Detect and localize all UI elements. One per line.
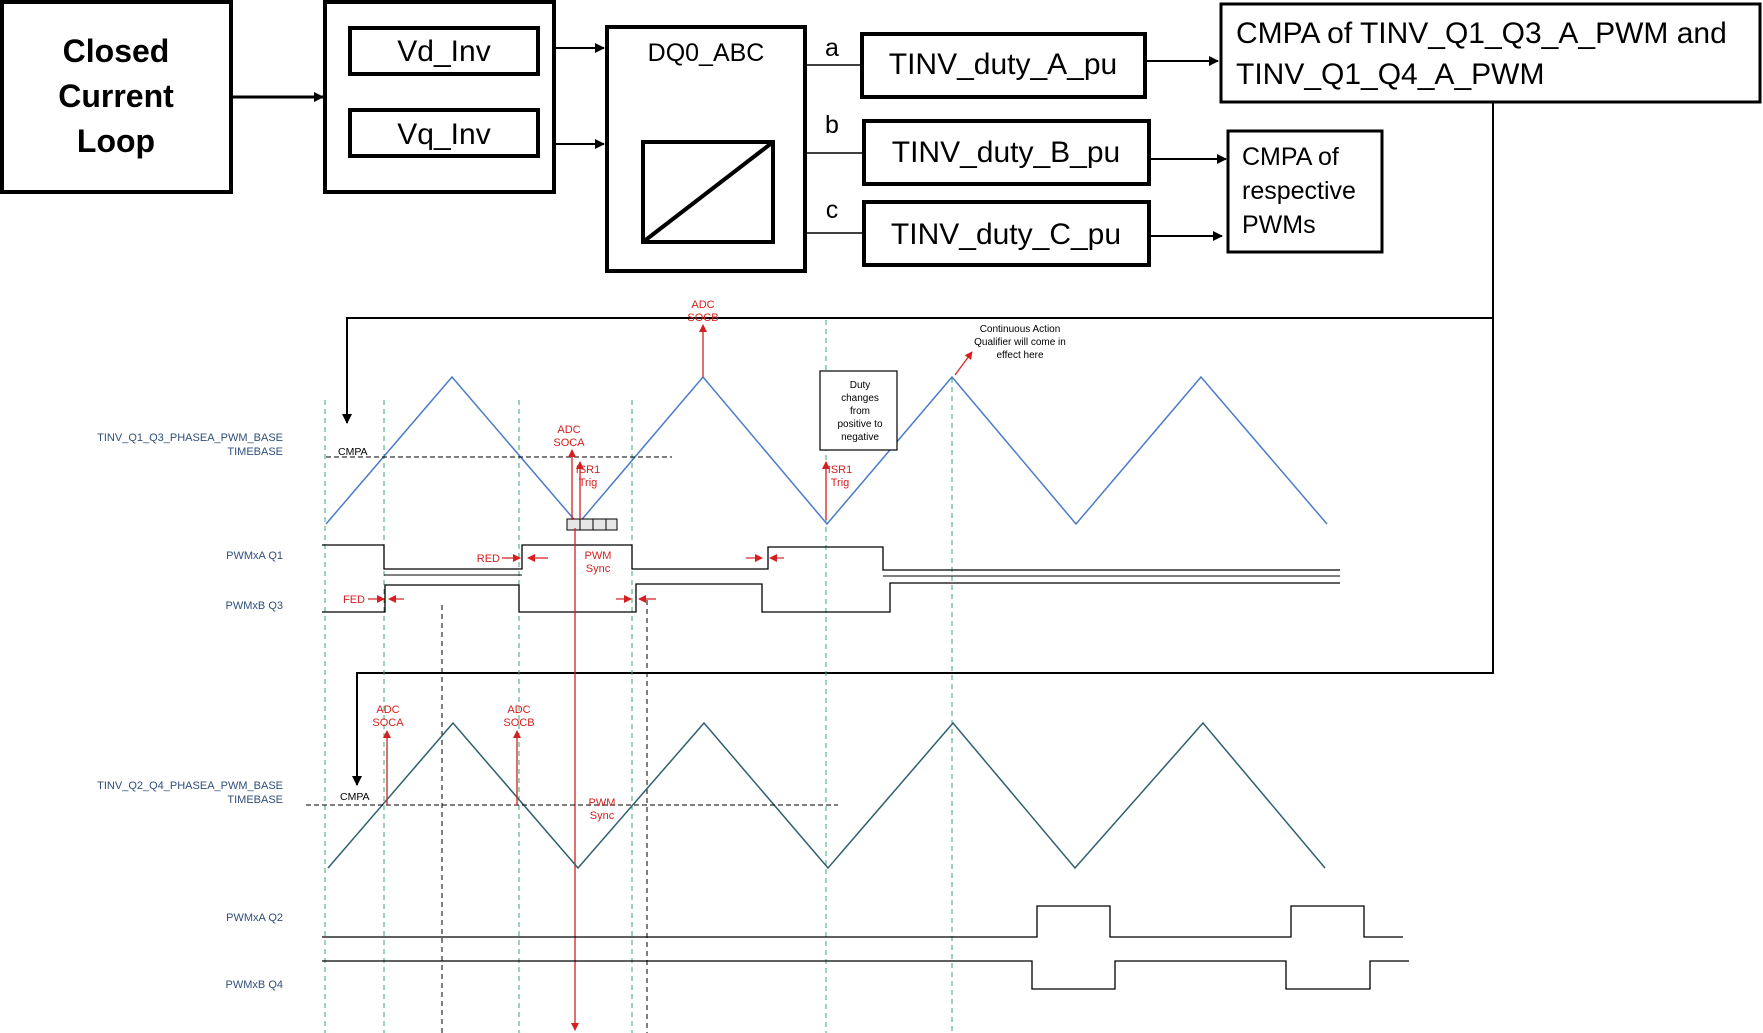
vq-inv-block	[348, 108, 540, 158]
cmpa-lower-label: CMPA	[340, 791, 370, 803]
fed-label: FED	[343, 594, 365, 606]
timing-diagram: TINV_Q1_Q3_PHASEA_PWM_BASE TIMEBASE CMPA…	[97, 299, 1409, 1033]
duty-b-label: TINV_duty_B_pu	[892, 136, 1120, 169]
pwmxa-q2-label: PWMxA Q2	[226, 912, 283, 924]
duty-c-label: TINV_duty_C_pu	[891, 218, 1121, 251]
pwm-sync-upper-label-1: PWM	[585, 550, 612, 562]
adc-socb-top-label-1: ADC	[691, 299, 714, 311]
pwmxa-q2-waveform	[322, 905, 1403, 938]
duty-note-line-1: Duty	[850, 380, 871, 391]
cmpa-a-label-2: TINV_Q1_Q4_A_PWM	[1236, 58, 1544, 91]
upper-carrier-waveform	[325, 375, 1328, 526]
adc-soca-lower-label-2: SOCA	[372, 717, 404, 729]
isr1-trig-right-label-1: ISR1	[828, 464, 852, 476]
adc-soca-upper-label-1: ADC	[557, 424, 580, 436]
cmpa-resp-label-1: CMPA of	[1242, 143, 1339, 171]
pwm-sync-upper-label-2: Sync	[586, 563, 611, 575]
duty-note-line-5: negative	[841, 432, 879, 443]
red-label: RED	[477, 553, 500, 565]
adc-socb-lower-label-1: ADC	[507, 704, 530, 716]
vd-inv-label: Vd_Inv	[397, 35, 490, 68]
transform-icon-diagonal	[641, 140, 775, 244]
pwmxb-q4-waveform	[322, 960, 1409, 990]
closed-current-loop-label-3: Loop	[77, 123, 155, 159]
isr-box	[605, 518, 618, 531]
vq-inv-label: Vq_Inv	[397, 118, 490, 151]
cmpa-a-label-1: CMPA of TINV_Q1_Q3_A_PWM and	[1236, 17, 1727, 50]
isr1-trig-left-label-2: Trig	[579, 477, 598, 489]
duty-b-block	[862, 119, 1151, 186]
cmpa-a-block	[1219, 2, 1762, 104]
caq-arrow	[954, 351, 973, 376]
tb2-name-2: TIMEBASE	[227, 794, 283, 806]
pwmxb-q4-label: PWMxB Q4	[226, 979, 283, 991]
lower-carrier-waveform	[327, 721, 1326, 870]
tb1-name-1: TINV_Q1_Q3_PHASEA_PWM_BASE	[97, 432, 283, 444]
duty-change-note-box	[819, 370, 898, 451]
isr-box	[579, 518, 594, 531]
pwmxb-q3-label: PWMxB Q3	[226, 600, 283, 612]
duty-note-line-4: positive to	[837, 419, 882, 430]
cmpa-route-lower	[352, 318, 1494, 786]
closed-current-loop-block	[0, 0, 233, 194]
pwmxb-q3-waveform	[322, 582, 1340, 613]
sync-markers	[441, 600, 648, 1033]
duty-note-line-3: from	[850, 406, 870, 417]
isr-trigger-boxes	[566, 518, 618, 531]
duty-note-line-2: changes	[841, 393, 879, 404]
duty-c-block	[862, 200, 1151, 267]
vd-inv-block	[348, 26, 540, 76]
block-diagram: Closed Current Loop Vd_Inv Vq_Inv DQ0_AB…	[0, 0, 1762, 786]
pwm-sync-lower-label-1: PWM	[589, 797, 616, 809]
port-a-label: a	[825, 34, 839, 62]
adc-socb-lower-label-2: SOCB	[503, 717, 534, 729]
upper-annotations: ADC SOCB ADC SOCA ISR1 Trig ISR1 Trig PW…	[343, 299, 973, 1031]
cmpa-resp-block	[1226, 129, 1384, 254]
cmpa-resp-label-2: respective	[1242, 177, 1356, 205]
caq-note-line-3: effect here	[996, 350, 1044, 361]
pwmxa-q1-waveform	[322, 544, 1340, 571]
adc-socb-top-label-2: SOCB	[687, 312, 718, 324]
tb2-name-1: TINV_Q2_Q4_PHASEA_PWM_BASE	[97, 780, 283, 792]
isr-box	[592, 518, 607, 531]
pwm-sync-lower-label-2: Sync	[590, 810, 615, 822]
isr-box	[566, 518, 581, 531]
closed-current-loop-label-2: Current	[58, 78, 174, 114]
adc-soca-upper-label-2: SOCA	[553, 437, 585, 449]
adc-soca-lower-label-1: ADC	[376, 704, 399, 716]
isr1-trig-right-label-2: Trig	[831, 477, 850, 489]
duty-a-block	[860, 32, 1147, 99]
port-b-label: b	[825, 111, 839, 139]
port-c-label: c	[826, 196, 839, 224]
pwmxa-q1-label: PWMxA Q1	[226, 550, 283, 562]
closed-current-loop-label-1: Closed	[63, 33, 170, 69]
duty-a-label: TINV_duty_A_pu	[889, 48, 1117, 81]
cmpa-upper-label: CMPA	[338, 446, 368, 458]
cmpa-route-upper	[342, 102, 1494, 424]
caq-note-line-1: Continuous Action	[980, 324, 1061, 335]
caq-note-line-2: Qualifier will come in	[974, 337, 1066, 348]
tb1-name-2: TIMEBASE	[227, 446, 283, 458]
cmpa-resp-label-3: PWMs	[1242, 211, 1316, 239]
dq0-abc-label: DQ0_ABC	[648, 39, 765, 67]
